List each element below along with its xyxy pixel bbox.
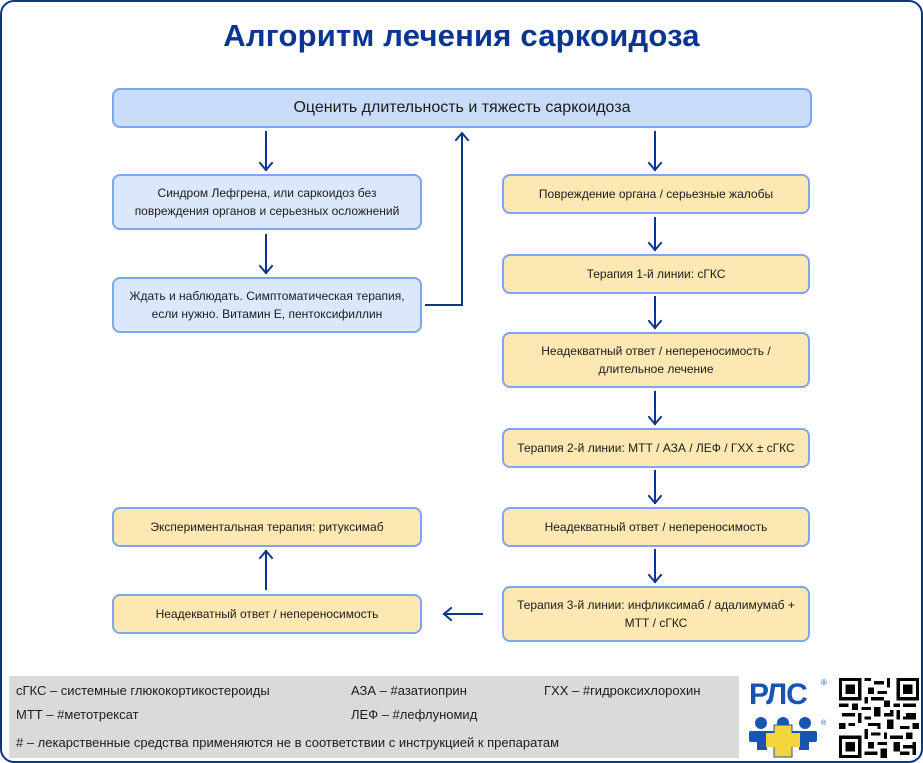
node-line3-text: Терапия 3-й линии: инфликсимаб / адалиму…: [517, 598, 795, 630]
node-inadequate2: Неадекватный ответ / непереносимость: [502, 507, 810, 547]
arrow-assess-to-organ: [647, 131, 663, 172]
rls-logo: РЛС ® ®: [747, 678, 832, 758]
page-title: Алгоритм лечения саркоидоза: [223, 18, 700, 53]
node-assess: Оценить длительность и тяжесть саркоидоз…: [112, 88, 812, 128]
node-inadequate1-text: Неадекватный ответ / непереносимость / д…: [541, 344, 771, 376]
node-inadequate3-text: Неадекватный ответ / непереносимость: [155, 607, 379, 621]
arrow-inadequate3-to-experimental: [258, 549, 274, 590]
node-experimental-text: Экспериментальная терапия: ритуксимаб: [150, 520, 384, 534]
node-lofgren: Синдром Лефгрена, или саркоидоз без повр…: [112, 174, 422, 230]
node-assess-text: Оценить длительность и тяжесть саркоидоз…: [293, 99, 631, 116]
legend-panel: сГКС – системные глюкокортикостероиды АЗ…: [9, 676, 739, 758]
node-inadequate2-text: Неадекватный ответ / непереносимость: [544, 520, 768, 534]
node-organ-damage-text: Повреждение органа / серьезные жалобы: [538, 187, 774, 201]
node-inadequate3: Неадекватный ответ / непереносимость: [112, 594, 422, 634]
node-line3: Терапия 3-й линии: инфликсимаб / адалиму…: [502, 586, 810, 642]
node-lofgren-text: Синдром Лефгрена, или саркоидоз без повр…: [134, 186, 400, 218]
arrow-watch-back-to-assess: [425, 131, 470, 306]
node-line1: Терапия 1-й линии: сГКС: [502, 254, 810, 294]
arrow-inadequate2-to-line3: [647, 549, 663, 584]
legend-lef: ЛЕФ – #лефлуномид: [351, 707, 478, 722]
node-line2: Терапия 2-й линии: МТТ / АЗА / ЛЕФ / ГХХ…: [502, 428, 810, 468]
qr-code: [839, 678, 919, 758]
arrow-assess-to-lofgren: [258, 131, 274, 172]
node-watch-text: Ждать и наблюдать. Симптоматическая тера…: [129, 289, 405, 321]
rls-logo-text: РЛС: [749, 678, 808, 711]
node-inadequate1: Неадекватный ответ / непереносимость / д…: [502, 332, 810, 388]
legend-note: # – лекарственные средства применяются н…: [16, 735, 560, 750]
arrow-organ-to-line1: [647, 217, 663, 252]
arrow-line1-to-inadequate1: [647, 296, 663, 330]
node-line1-text: Терапия 1-й линии: сГКС: [586, 267, 726, 281]
node-line2-text: Терапия 2-й линии: МТТ / АЗА / ЛЕФ / ГХХ…: [517, 441, 795, 455]
arrow-line2-to-inadequate2: [647, 470, 663, 505]
svg-text:®: ®: [821, 719, 827, 727]
registered-mark: ®: [821, 678, 827, 687]
node-organ-damage: Повреждение органа / серьезные жалобы: [502, 174, 810, 214]
arrow-lofgren-to-watch: [258, 234, 274, 275]
legend-sgks: сГКС – системные глюкокортикостероиды: [16, 683, 270, 698]
node-experimental: Экспериментальная терапия: ритуксимаб: [112, 507, 422, 547]
arrow-line3-to-inadequate3: [442, 606, 483, 622]
node-watch: Ждать и наблюдать. Симптоматическая тера…: [112, 277, 422, 333]
legend-mtt: МТТ – #метотрексат: [16, 707, 139, 722]
rls-people-cross-icon: ®: [749, 717, 827, 758]
arrow-inadequate1-to-line2: [647, 391, 663, 426]
legend-ghh: ГХХ – #гидроксихлорохин: [544, 683, 701, 698]
legend-aza: АЗА – #азатиоприн: [351, 683, 467, 698]
